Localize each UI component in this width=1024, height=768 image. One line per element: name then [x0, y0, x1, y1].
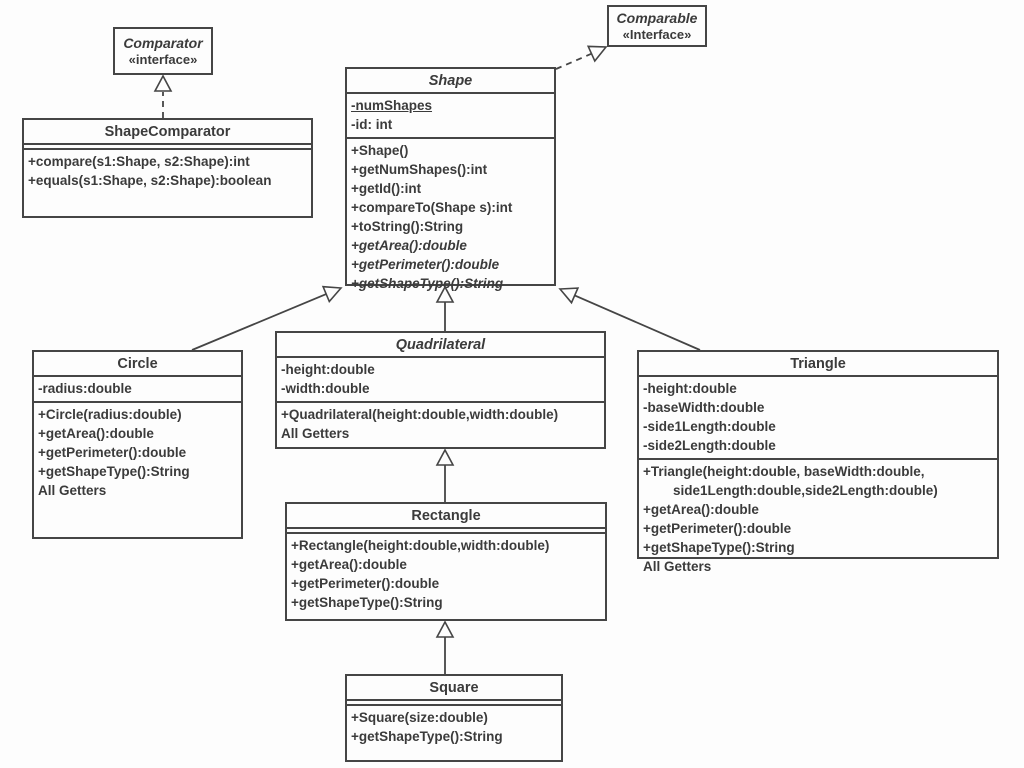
method-line: +getId():int	[351, 181, 422, 196]
attributes-compartment: -height:double -width:double	[277, 358, 604, 403]
class-shape: Shape -numShapes -id: int +Shape() +getN…	[345, 67, 556, 291]
method-line: +compare(s1:Shape, s2:Shape):int	[28, 154, 250, 169]
attribute-line: -width:double	[281, 381, 370, 396]
method-line: +getArea():double	[643, 502, 759, 517]
inheritance-arrow-rectangle-quadrilateral	[435, 448, 455, 502]
method-line: All Getters	[643, 559, 712, 574]
interface-stereotype: «Interface»	[622, 27, 692, 42]
class-name: Shape	[347, 69, 554, 94]
class-name: Triangle	[639, 352, 997, 377]
method-line: +getShapeType():String	[291, 595, 443, 610]
method-line: +getPerimeter():double	[643, 521, 792, 536]
attribute-line: -baseWidth:double	[643, 400, 765, 415]
attribute-line: -height:double	[281, 362, 375, 377]
interface-name: Comparable	[616, 10, 698, 26]
inheritance-arrow-square-rectangle	[435, 620, 455, 674]
class-circle: Circle -radius:double +Circle(radius:dou…	[32, 350, 243, 539]
realization-arrow-shape-comparable	[555, 45, 608, 70]
attributes-compartment: -height:double -baseWidth:double -side1L…	[639, 377, 997, 460]
method-line: +getPerimeter():double	[38, 445, 187, 460]
class-name: Rectangle	[287, 504, 605, 529]
method-line: +getNumShapes():int	[351, 162, 488, 177]
method-line: +getShapeType():String	[38, 464, 190, 479]
method-line: +getPerimeter():double	[291, 576, 440, 591]
attributes-compartment	[24, 145, 311, 150]
method-line: +compareTo(Shape s):int	[351, 200, 513, 215]
attribute-line: -side1Length:double	[643, 419, 776, 434]
method-line: +getShapeType():String	[643, 540, 795, 555]
attribute-line: -side2Length:double	[643, 438, 776, 453]
class-name: Circle	[34, 352, 241, 377]
method-line: +toString():String	[351, 219, 464, 234]
class-shapecomparator: ShapeComparator +compare(s1:Shape, s2:Sh…	[22, 118, 313, 218]
methods-compartment: +compare(s1:Shape, s2:Shape):int +equals…	[24, 150, 311, 216]
method-line: +getShapeType():String	[351, 729, 503, 744]
attribute-line: -numShapes	[351, 98, 433, 113]
method-line: +equals(s1:Shape, s2:Shape):boolean	[28, 173, 272, 188]
method-line: All Getters	[281, 426, 350, 441]
realization-arrow-shapecomparator-comparator	[153, 74, 173, 118]
attributes-compartment	[347, 701, 561, 706]
attributes-compartment: -numShapes -id: int	[347, 94, 554, 139]
class-rectangle: Rectangle +Rectangle(height:double,width…	[285, 502, 607, 621]
methods-compartment: +Rectangle(height:double,width:double) +…	[287, 534, 605, 619]
methods-compartment: +Quadrilateral(height:double,width:doubl…	[277, 403, 604, 447]
method-line: +Square(size:double)	[351, 710, 488, 725]
method-line: +getArea():double	[291, 557, 407, 572]
method-line: +getShapeType():String	[351, 276, 504, 291]
methods-compartment: +Square(size:double) +getShapeType():Str…	[347, 706, 561, 760]
attribute-line: -height:double	[643, 381, 737, 396]
method-line: +Rectangle(height:double,width:double)	[291, 538, 550, 553]
attributes-compartment: -radius:double	[34, 377, 241, 403]
attribute-line: -id: int	[351, 117, 393, 132]
class-quadrilateral: Quadrilateral -height:double -width:doub…	[275, 331, 606, 449]
method-line: +Shape()	[351, 143, 409, 158]
interface-comparable: Comparable «Interface»	[607, 5, 707, 47]
class-square: Square +Square(size:double) +getShapeTyp…	[345, 674, 563, 762]
methods-compartment: +Triangle(height:double, baseWidth:doubl…	[639, 460, 997, 578]
method-line: +Triangle(height:double, baseWidth:doubl…	[643, 464, 925, 479]
class-name: Square	[347, 676, 561, 701]
method-line: +Circle(radius:double)	[38, 407, 182, 422]
interface-name: Comparator	[123, 35, 203, 51]
class-triangle: Triangle -height:double -baseWidth:doubl…	[637, 350, 999, 574]
class-name: ShapeComparator	[24, 120, 311, 145]
method-line: +Quadrilateral(height:double,width:doubl…	[281, 407, 559, 422]
method-line: +getPerimeter():double	[351, 257, 500, 272]
method-line: +getArea():double	[38, 426, 154, 441]
class-name: Quadrilateral	[277, 333, 604, 358]
method-line: All Getters	[38, 483, 107, 498]
method-line: +getArea():double	[351, 238, 467, 253]
interface-comparator: Comparator «interface»	[113, 27, 213, 75]
method-line: side1Length:double,side2Length:double)	[673, 483, 938, 498]
attributes-compartment	[287, 529, 605, 534]
attribute-line: -radius:double	[38, 381, 132, 396]
interface-stereotype: «interface»	[128, 52, 198, 67]
methods-compartment: +Circle(radius:double) +getArea():double…	[34, 403, 241, 537]
methods-compartment: +Shape() +getNumShapes():int +getId():in…	[347, 139, 554, 295]
